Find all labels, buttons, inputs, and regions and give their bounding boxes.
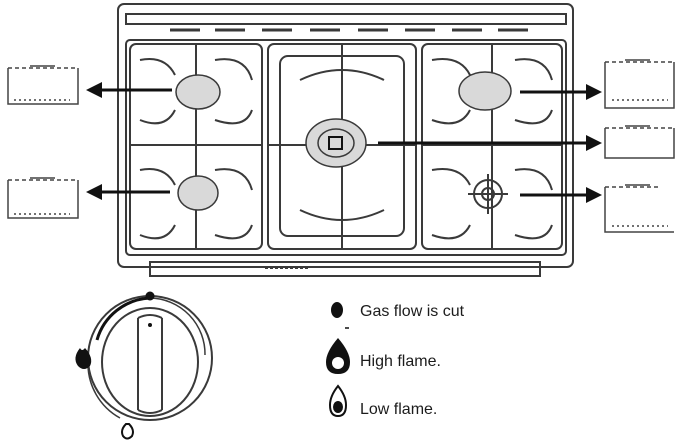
knob-pointer-dot — [148, 323, 152, 327]
burner-size-icon-rear-right — [604, 59, 675, 109]
burner-center-inner-ring — [317, 128, 355, 158]
legend-gas-cut: Gas flow is cut — [331, 302, 465, 329]
knob-grip-bottom — [137, 409, 163, 414]
knob-body — [101, 307, 199, 417]
arrow-front-left — [86, 184, 170, 200]
arrow-rear-left — [86, 82, 172, 98]
knob-rotation-arc-lower — [87, 361, 121, 419]
cooktop-frame — [117, 3, 574, 268]
arrows — [86, 82, 602, 203]
knob-low-flame-icon — [121, 423, 134, 440]
burner-front-right — [468, 174, 508, 214]
cooktop-surface — [125, 39, 567, 256]
legend-high-flame-label: High flame. — [360, 353, 441, 370]
arrow-rear-right — [520, 84, 602, 100]
burner-center-cap — [328, 136, 343, 150]
knob-high-flame-icon — [75, 348, 92, 369]
burners — [175, 71, 512, 214]
burner-rear-right — [458, 71, 512, 111]
arrow-center — [378, 135, 602, 151]
knob-markers — [75, 291, 155, 440]
knob-rotation-arc-right — [149, 297, 206, 356]
control-knob — [87, 295, 213, 421]
burner-size-icon-front-left — [7, 177, 79, 219]
legend: Gas flow is cut High flame. Low flame. — [326, 302, 465, 418]
legend-flame-high-icon — [326, 338, 350, 374]
arrow-front-right — [520, 187, 602, 203]
knob-rotation-arc — [95, 296, 151, 341]
front-knob-rail — [149, 261, 541, 277]
burner-size-icon-front-right — [604, 184, 674, 233]
cooktop-top-view — [117, 3, 574, 277]
legend-flame-low-core — [333, 401, 343, 413]
control-panel-strip — [125, 13, 567, 25]
burner-size-icon-center — [604, 125, 675, 159]
grate-left — [129, 43, 263, 250]
knob-grip-top — [137, 314, 163, 319]
legend-low-flame: Low flame. — [328, 384, 437, 418]
burner-size-icons — [7, 59, 675, 233]
legend-low-flame-label: Low flame. — [360, 401, 437, 418]
legend-dot-icon — [331, 302, 343, 318]
burner-center-wok — [305, 118, 367, 168]
legend-flame-low-icon — [328, 384, 348, 418]
legend-gas-cut-label: Gas flow is cut — [360, 303, 465, 320]
burner-front-left — [177, 175, 219, 211]
knob-off-dot-icon — [145, 291, 155, 301]
legend-high-flame: High flame. — [326, 338, 441, 374]
legend-flame-high-core — [332, 357, 344, 369]
burner-rear-left — [175, 74, 221, 110]
burner-size-icon-rear-left — [7, 65, 79, 105]
